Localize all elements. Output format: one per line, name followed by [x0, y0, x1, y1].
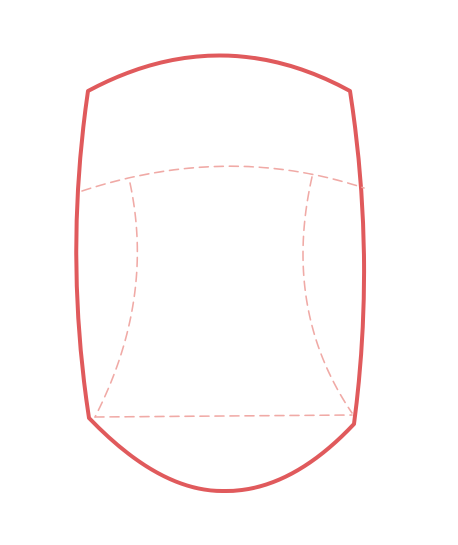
shield-outline	[74, 53, 367, 494]
upper-arc-guide	[81, 165, 365, 192]
left-curve-guide	[94, 182, 139, 418]
right-curve-guide	[302, 176, 353, 414]
bottom-line-guide	[94, 414, 353, 418]
